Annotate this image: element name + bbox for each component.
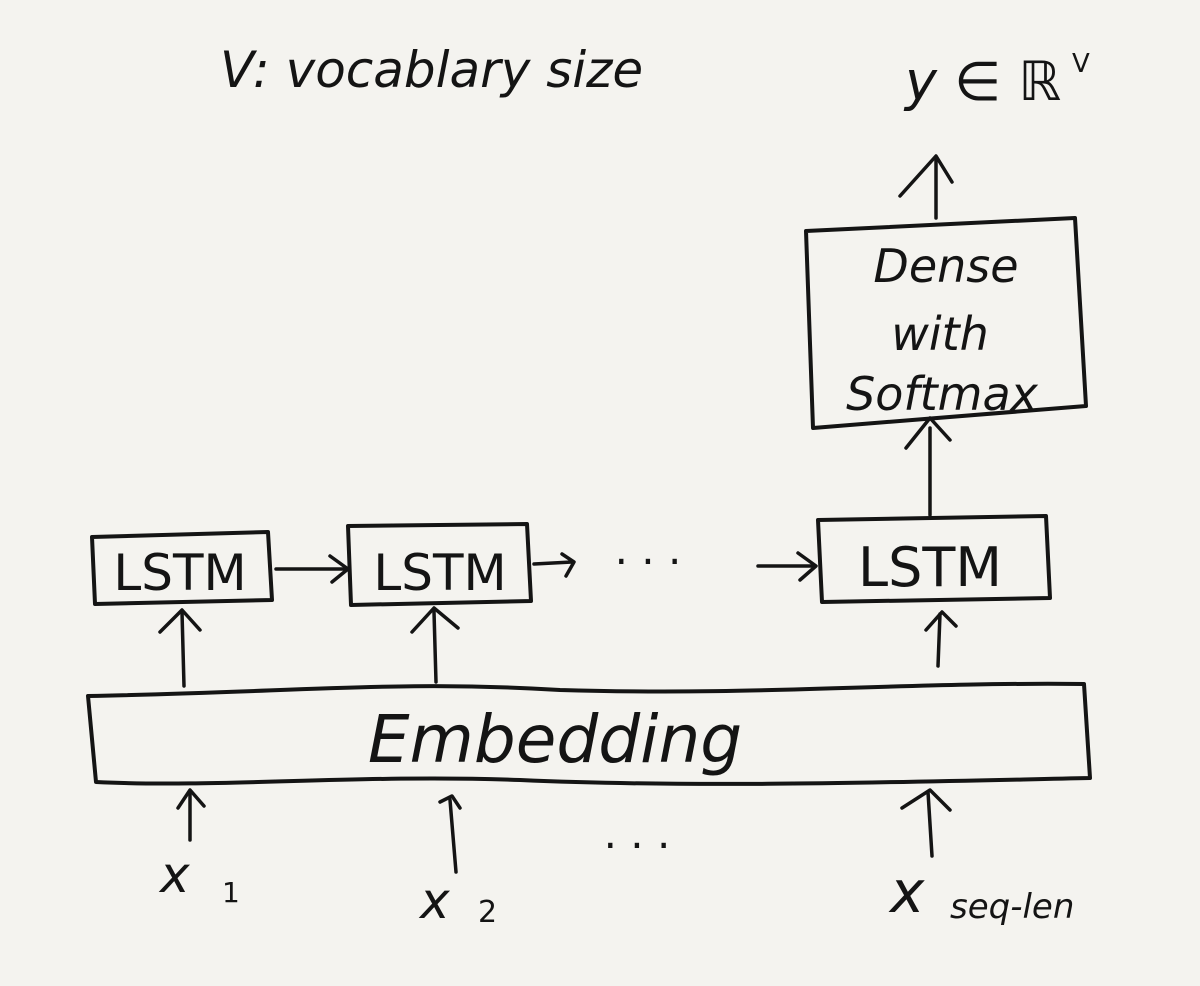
- input-arrow-2: [438, 794, 462, 874]
- lstm-arrow-1-2: [274, 554, 350, 584]
- lstm-arrow-ellipsis-last: [756, 551, 818, 582]
- embed-to-lstm-arrow-2: [410, 606, 460, 684]
- dense-line-2: with: [891, 307, 989, 361]
- embed-to-lstm-arrow-1: [158, 608, 202, 688]
- vocabulary-size-note: V: vocablary size: [220, 41, 643, 99]
- output-label: y ∈ ℝ V: [903, 49, 1090, 113]
- input-arrow-1: [176, 788, 206, 842]
- output-label-superscript: V: [1072, 49, 1090, 79]
- output-label-text: y ∈ ℝ: [903, 50, 1061, 113]
- lstm-label-1: LSTM: [113, 544, 246, 602]
- lstm-cell-2: LSTM: [346, 522, 533, 607]
- output-arrow: [898, 154, 954, 220]
- lstm-ellipsis: · · ·: [615, 537, 682, 586]
- input-label-last-sub: seq-len: [950, 887, 1074, 927]
- embed-to-lstm-arrow-last: [924, 610, 958, 668]
- input-label-2-sub: 2: [478, 895, 497, 930]
- input-label-last: x seq-len: [888, 858, 1074, 927]
- input-label-2-base: x: [418, 872, 450, 930]
- input-ellipsis: · · ·: [604, 821, 671, 870]
- dense-softmax-box: Dense with Softmax: [804, 216, 1088, 430]
- lstm-label-2: LSTM: [373, 544, 506, 602]
- input-label-1: x 1: [158, 846, 240, 909]
- dense-line-1: Dense: [873, 239, 1018, 293]
- input-arrow-last: [900, 788, 952, 858]
- embedding-label: Embedding: [368, 701, 742, 778]
- lstm-arrow-2-ellipsis: [532, 552, 576, 578]
- dense-line-3: Softmax: [846, 367, 1039, 421]
- lstm-label-last: LSTM: [858, 536, 1002, 599]
- lstm-cell-1: LSTM: [90, 530, 274, 606]
- lstm-cell-last: LSTM: [816, 514, 1052, 604]
- embedding-box: Embedding: [86, 681, 1092, 786]
- input-label-1-base: x: [158, 846, 190, 904]
- lstm-to-dense-arrow: [904, 416, 952, 517]
- input-label-last-base: x: [888, 858, 925, 926]
- input-label-2: x 2: [418, 872, 497, 930]
- input-label-1-sub: 1: [222, 876, 240, 909]
